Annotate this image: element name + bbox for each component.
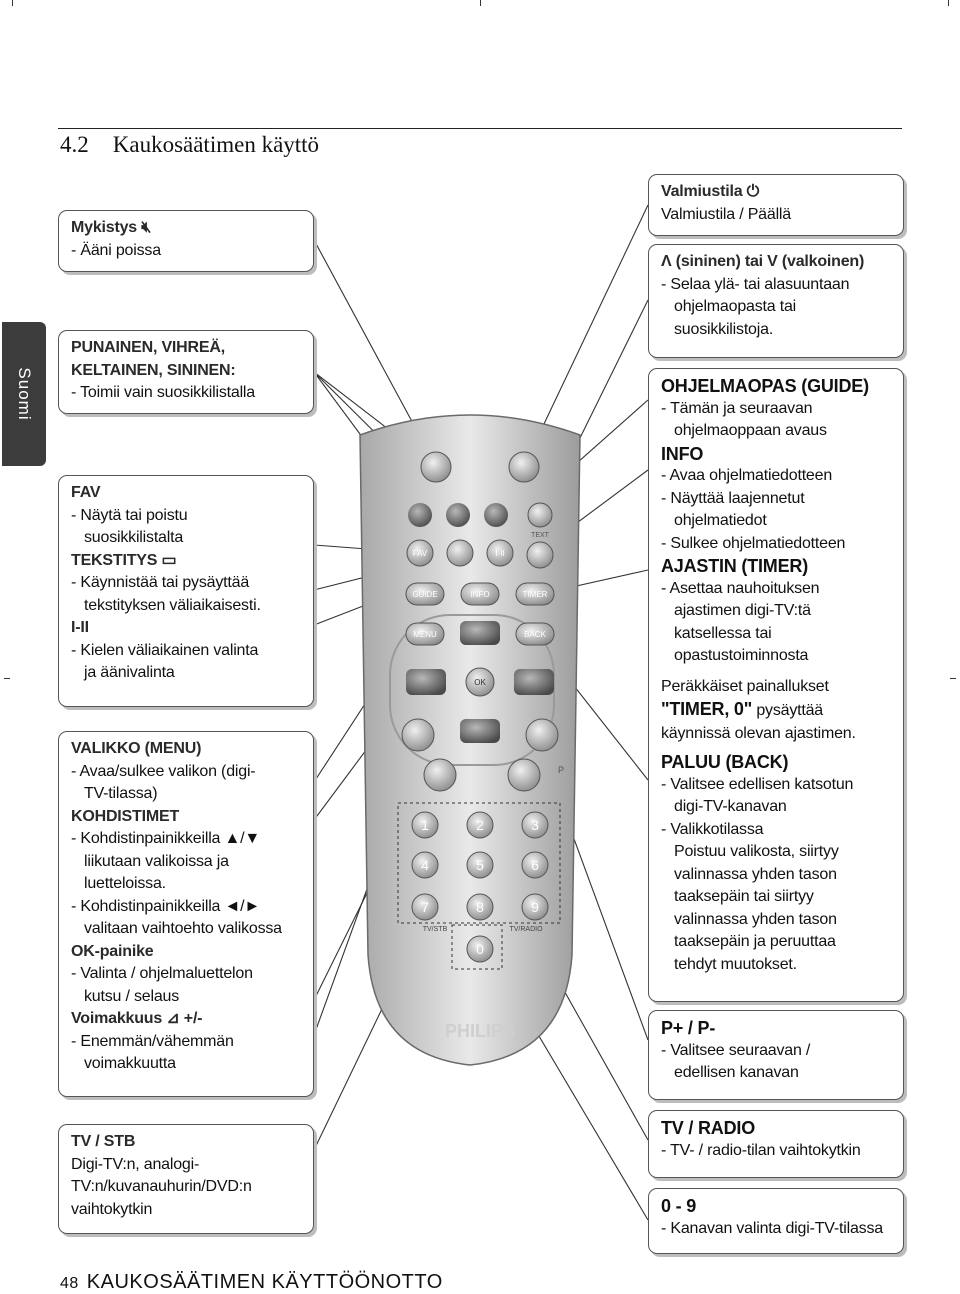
svg-text:7: 7 xyxy=(421,899,429,915)
menu-button[interactable] xyxy=(405,622,445,646)
cursor-down-button[interactable] xyxy=(460,719,500,743)
svg-text:TIMER: TIMER xyxy=(523,590,548,599)
svg-text:1: 1 xyxy=(421,817,429,833)
volume-up-button[interactable] xyxy=(401,718,435,752)
p-label: P xyxy=(558,765,564,775)
menu-cursor-box: VALIKKO (MENU) - Avaa/sulkee valikon (di… xyxy=(58,731,314,1097)
svg-text:GUIDE: GUIDE xyxy=(412,590,437,599)
red-button[interactable] xyxy=(408,503,432,527)
cursor-up-button[interactable] xyxy=(460,621,500,645)
svg-text:OK: OK xyxy=(474,678,486,687)
page-number: 48 xyxy=(60,1275,79,1292)
remote-labels: FAV I-II GUIDE INFO TIMER MENU BACK OK xyxy=(412,549,547,687)
channel-down-button[interactable] xyxy=(507,758,541,792)
standby-box: Valmiustila ⏻ Valmiustila / Päällä xyxy=(648,174,904,236)
guide-button[interactable] xyxy=(405,582,445,606)
page-footer: 48 KAUKOSÄÄTIMEN KÄYTTÖÖNOTTO xyxy=(60,1271,443,1294)
up-blue-button[interactable] xyxy=(527,502,553,528)
volume-icon: ⊿ xyxy=(166,1010,180,1027)
info-button[interactable] xyxy=(460,582,500,606)
mute-icon: 🔇︎ xyxy=(141,219,152,236)
scroll-box: Λ (sininen) tai V (valkoinen) - Selaa yl… xyxy=(648,244,904,358)
remote-buttons xyxy=(389,451,561,970)
mute-box: Mykistys 🔇︎ - Ääni poissa xyxy=(58,210,314,272)
cursor-left-button[interactable] xyxy=(406,669,446,695)
standby-button[interactable] xyxy=(508,451,540,483)
svg-text:6: 6 xyxy=(531,857,539,873)
digits-box: 0 - 9 - Kanavan valinta digi-TV-tilassa xyxy=(648,1188,904,1254)
green-button[interactable] xyxy=(446,503,470,527)
ok-button[interactable] xyxy=(465,667,495,697)
svg-text:8: 8 xyxy=(476,899,484,915)
svg-text:9: 9 xyxy=(531,899,539,915)
guide-info-timer-back-box: OHJELMAOPAS (GUIDE) - Tämän ja seuraavan… xyxy=(648,368,904,1002)
cursor-right-button[interactable] xyxy=(514,669,554,695)
svg-text:INFO: INFO xyxy=(470,590,489,599)
svg-text:BACK: BACK xyxy=(524,630,546,639)
section-number: 4.2 xyxy=(60,132,89,157)
tv-radio-label: TV/RADIO xyxy=(509,926,543,933)
yellow-button[interactable] xyxy=(484,503,508,527)
tv-stb-label: TV/STB xyxy=(423,926,448,933)
subtitle-button[interactable] xyxy=(446,539,474,567)
color-buttons-box: PUNAINEN, VIHREÄ, KELTAINEN, SININEN: - … xyxy=(58,330,314,414)
brand-logo: PHILIPS xyxy=(445,1021,515,1041)
page-title: 4.2 Kaukosäätimen käyttö xyxy=(60,132,319,158)
svg-text:5: 5 xyxy=(476,857,484,873)
language-tab: Suomi xyxy=(2,322,46,466)
section-title: Kaukosäätimen käyttö xyxy=(112,132,320,157)
subtitle-icon: ▭ xyxy=(161,551,177,569)
svg-text:4: 4 xyxy=(421,857,429,873)
timer-button[interactable] xyxy=(515,582,555,606)
i-ii-button[interactable] xyxy=(486,539,514,567)
power-icon: ⏻ xyxy=(746,183,760,200)
remote-control: FAV I-II GUIDE INFO TIMER MENU BACK OK T… xyxy=(359,414,581,1066)
digit-labels: 1 2 3 4 5 6 7 8 9 0 xyxy=(421,817,539,957)
channel-up-button[interactable] xyxy=(525,718,559,752)
svg-text:3: 3 xyxy=(531,817,539,833)
down-white-button[interactable] xyxy=(526,541,554,569)
svg-text:FAV: FAV xyxy=(413,549,428,558)
footer-title: KAUKOSÄÄTIMEN KÄYTTÖÖNOTTO xyxy=(86,1271,443,1293)
svg-text:MENU: MENU xyxy=(413,630,437,639)
tv-stb-box: TV / STB Digi-TV:n, analogi- TV:n/kuvana… xyxy=(58,1124,314,1234)
tv-radio-box: TV / RADIO - TV- / radio-tilan vaihtokyt… xyxy=(648,1110,904,1178)
header-rule xyxy=(58,128,902,129)
svg-text:I-II: I-II xyxy=(495,549,504,558)
svg-text:2: 2 xyxy=(476,817,484,833)
channel-box: P+ / P- - Valitsee seuraavan / edellisen… xyxy=(648,1010,904,1100)
fav-subtitle-box: FAV - Näytä tai poistu suosikkilistalta … xyxy=(58,475,314,707)
text-label: TEXT xyxy=(531,532,550,539)
fav-button[interactable] xyxy=(406,539,434,567)
volume-down-button[interactable] xyxy=(423,758,457,792)
back-button[interactable] xyxy=(515,622,555,646)
mute-button[interactable] xyxy=(420,451,452,483)
svg-text:0: 0 xyxy=(476,941,484,957)
